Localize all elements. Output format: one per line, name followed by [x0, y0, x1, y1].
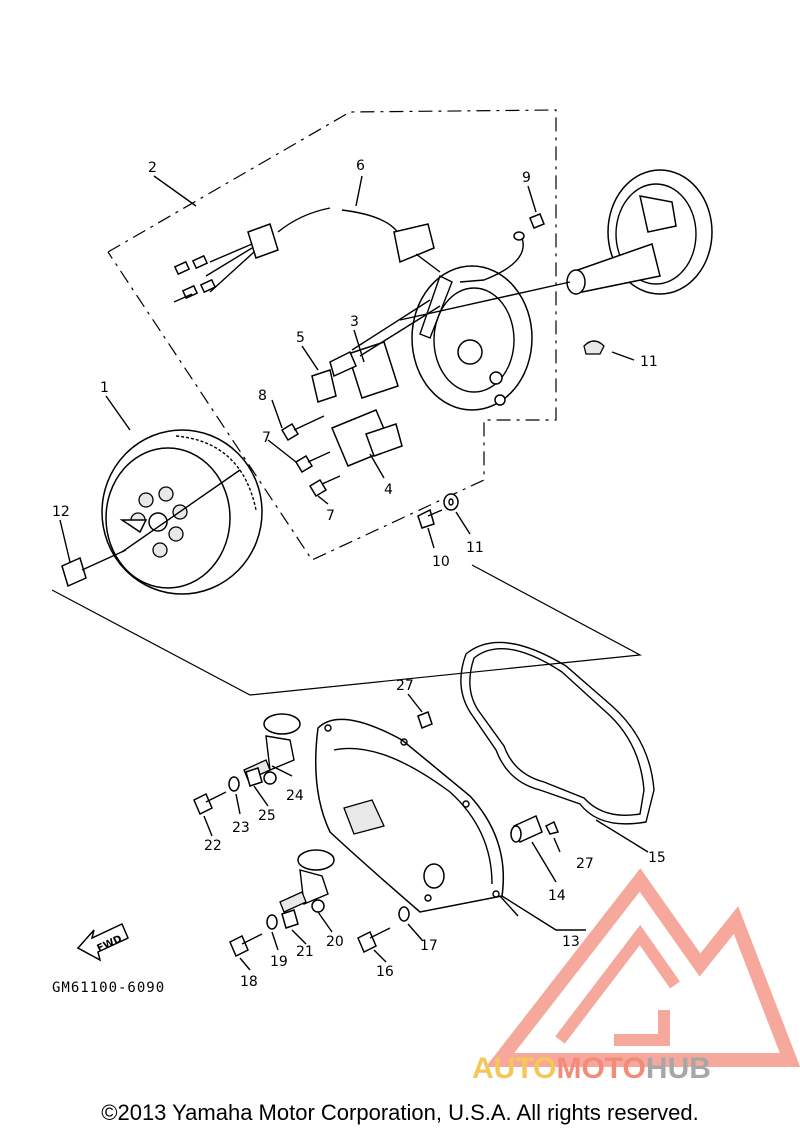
callouts: 2 6 9 3 5 11 1 8 7 4 7 12 10 11 27 24 25… — [52, 158, 666, 990]
callout-26: 25 — [258, 808, 276, 824]
watermark-logo-icon — [485, 868, 800, 1067]
brand-moto: MOTO — [556, 1052, 646, 1085]
washer-11 — [443, 493, 459, 511]
dowel-pin-27-upper — [417, 711, 433, 729]
screw-7-upper — [294, 451, 331, 474]
leader-lines — [59, 175, 649, 971]
brand-hub: HUB — [645, 1052, 711, 1085]
callout-27-lower: 27 — [576, 856, 594, 872]
callout-11: 11 — [466, 540, 484, 556]
callout-14: 13 — [562, 934, 580, 950]
dowel-pin-15 — [510, 814, 543, 844]
callout-24: 23 — [232, 820, 250, 836]
pickup-coil — [329, 299, 441, 399]
collar-22 — [281, 909, 299, 929]
washer-24 — [228, 776, 240, 792]
bolt-17 — [357, 927, 391, 954]
callout-17: 16 — [376, 964, 394, 980]
callout-19: 18 — [240, 974, 258, 990]
source-coil — [331, 409, 403, 467]
callout-18: 17 — [420, 938, 438, 954]
callout-27-upper: 27 — [396, 678, 414, 694]
flywheel-rotor — [101, 429, 263, 595]
callout-23: 22 — [204, 838, 222, 854]
woodruff-key — [583, 340, 605, 355]
callout-22: 21 — [296, 944, 314, 960]
callout-15: 14 — [548, 888, 566, 904]
bolt-23 — [193, 791, 227, 816]
callout-8: 8 — [258, 388, 267, 404]
screw-7-lower — [308, 475, 341, 498]
callout-20: 19 — [270, 954, 288, 970]
callout-5: 5 — [296, 330, 305, 346]
callout-7-upper: 7 — [262, 430, 271, 446]
fwd-arrow-icon: FWD — [76, 922, 129, 962]
screw-8 — [280, 415, 325, 442]
callout-4: 4 — [384, 482, 393, 498]
copyright-notice: ©2013 Yamaha Motor Corporation, U.S.A. A… — [101, 1100, 699, 1125]
brand-auto: AUTO — [472, 1052, 557, 1085]
callout-2: 2 — [148, 160, 157, 176]
washer-18 — [398, 906, 410, 922]
lighting-coil-5 — [311, 369, 337, 403]
bolt-19 — [229, 933, 263, 958]
screw-10 — [417, 508, 443, 529]
watermark-brand: AUTOMOTOHUB — [472, 1052, 711, 1086]
callout-13: 12 — [52, 504, 70, 520]
callout-10: 10 — [432, 554, 450, 570]
gasket — [460, 641, 655, 825]
callout-12: 11 — [640, 354, 658, 370]
callout-25: 24 — [286, 788, 304, 804]
dowel-pin-27-lower — [544, 820, 560, 835]
callout-21: 20 — [326, 934, 344, 950]
crankcase-cover — [314, 718, 505, 913]
assembly-boundary-lower — [51, 564, 643, 696]
wire-harness — [173, 207, 441, 303]
callout-3: 3 — [350, 314, 359, 330]
ground-lead — [459, 213, 545, 283]
callout-16: 15 — [648, 850, 666, 866]
diagram-code: GM61100-6090 — [52, 980, 165, 996]
washer-20 — [266, 914, 278, 930]
callout-9: 9 — [522, 170, 531, 186]
crankshaft — [399, 169, 713, 321]
collar-26 — [245, 767, 263, 787]
callout-1: 1 — [100, 380, 109, 396]
callout-7-lower: 7 — [326, 508, 335, 524]
callout-6: 6 — [356, 158, 365, 174]
stator-base-plate — [411, 265, 533, 411]
assembly-boundary-upper — [107, 109, 557, 561]
clamp-21 — [279, 849, 335, 913]
flywheel-bolt — [61, 469, 241, 588]
